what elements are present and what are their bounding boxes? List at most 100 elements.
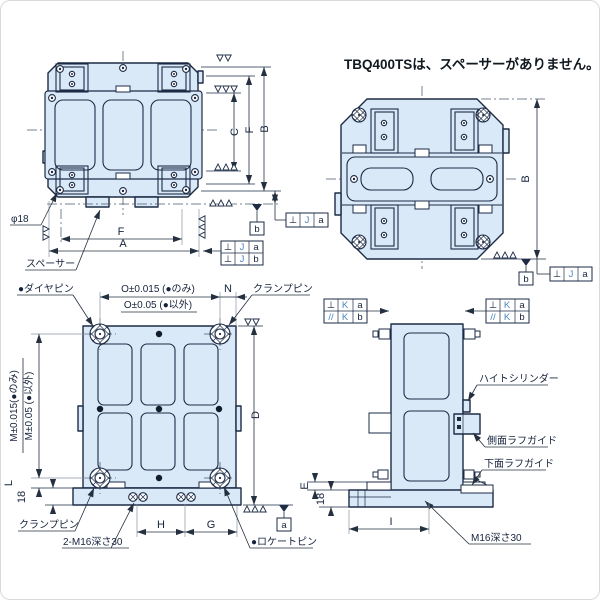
dim-E: E (299, 482, 311, 489)
svg-text:K: K (504, 312, 511, 323)
dia18-label: φ18 (11, 214, 29, 225)
top-view: C F B F A b ⊥ J a ⊥ J b ⊥ J a φ18 (10, 51, 329, 271)
pocket (403, 410, 450, 482)
spacer-tab (85, 196, 110, 208)
svg-text:b: b (519, 312, 524, 323)
feature-control-frame: ⊥ K a // K b (323, 298, 389, 324)
spacer-tab (134, 196, 159, 208)
svg-text:b: b (253, 254, 258, 265)
dim-B: B (259, 125, 271, 132)
svg-text:a: a (357, 300, 363, 311)
m16-label: M16深さ30 (471, 532, 522, 544)
surface-finish-icon (209, 199, 233, 207)
pocket (97, 412, 133, 471)
note-text: TBQ400TSは、スペーサーがありません。 (344, 56, 599, 72)
bottom-face-view: TBQ400TSは、スペーサーがありません。 B b ⊥ J (326, 56, 599, 286)
dim-G: G (207, 519, 216, 531)
svg-text://: // (328, 312, 334, 323)
m16-hole (138, 492, 148, 502)
svg-text:⊥: ⊥ (327, 300, 335, 311)
dim-F-horizontal: F (118, 226, 125, 238)
corner-pin (351, 107, 367, 123)
svg-text:J: J (569, 269, 574, 280)
corner-pin (351, 234, 367, 250)
surface-finish-icon (214, 163, 238, 171)
clamp-pin-label: クランプピン (253, 283, 313, 295)
svg-text:⊥: ⊥ (224, 242, 232, 253)
svg-text:⊥: ⊥ (553, 269, 561, 280)
front-view: O±0.015 (●のみ) O±0.05 (●以外) N M±0.015(●のみ… (3, 282, 317, 549)
m16-hole (128, 492, 138, 502)
dim-18: 18 (315, 493, 327, 505)
height-cylinder (462, 399, 471, 413)
datum-triangle (279, 505, 289, 512)
dim-D: D (250, 411, 262, 419)
surface-finish-icon (214, 85, 238, 93)
clamp-bracket (55, 165, 89, 195)
dim-H: H (157, 519, 165, 531)
dim-I: I (389, 516, 392, 528)
dim-N: N (224, 283, 232, 295)
m16-two-label: 2-M16深さ30 (63, 536, 123, 548)
svg-text:a: a (253, 242, 259, 253)
surface-finish-icon (493, 251, 517, 259)
pocket (140, 343, 176, 406)
pocket (54, 99, 96, 171)
m16-hole (176, 492, 186, 502)
bottom-rough-guide (460, 469, 494, 494)
svg-text:J: J (240, 254, 245, 265)
dim-C: C (229, 128, 241, 136)
surface-finish-icon (42, 225, 50, 241)
slot (360, 167, 414, 191)
feature-control-frame: ⊥ J a ⊥ J b (203, 240, 264, 266)
clamp-bracket (55, 63, 89, 93)
base-plate (72, 487, 242, 506)
svg-text:a: a (318, 215, 324, 226)
surface-finish-icon (244, 318, 260, 326)
datum-triangle (252, 204, 262, 211)
m16-hole (186, 492, 196, 502)
feature-control-frame: ⊥ J a (285, 212, 329, 228)
pocket (140, 412, 176, 471)
tolerance-o-fine: O±0.015 (●のみ) (121, 284, 195, 295)
clamp-bracket (157, 165, 191, 195)
clamp-pin-label: クランプピン (19, 519, 79, 531)
locate-pin-label: ●ロケートピン (251, 536, 317, 548)
dim-F-vertical: F (244, 126, 256, 133)
datum-a-label: a (281, 520, 287, 531)
dim-B: B (520, 175, 532, 182)
datum-b-label: b (254, 224, 259, 235)
bottom-guide-label: 下面ラフガイド (484, 458, 554, 470)
svg-text:a: a (519, 300, 525, 311)
surface-finish-icon (243, 505, 267, 513)
tolerance-m-fine: M±0.015(●のみ) (9, 370, 20, 442)
surface-finish-icon (198, 215, 206, 239)
svg-text:⊥: ⊥ (289, 215, 297, 226)
svg-text:K: K (342, 300, 349, 311)
pallet-underside (340, 98, 504, 260)
surface-finish-icon (216, 54, 232, 62)
slot (430, 167, 484, 191)
svg-text:K: K (504, 300, 511, 311)
height-cylinder-label: ハイトシリンダー (479, 372, 559, 385)
svg-text:⊥: ⊥ (224, 254, 232, 265)
svg-text:⊥: ⊥ (489, 300, 497, 311)
datum-triangle (521, 259, 531, 266)
svg-text:J: J (305, 215, 310, 226)
pocket (183, 412, 219, 471)
svg-text://: // (490, 312, 496, 323)
svg-text:J: J (240, 242, 245, 253)
svg-text:b: b (357, 312, 362, 323)
pocket (403, 332, 450, 400)
dim-A: A (119, 238, 127, 250)
dim-L: L (3, 480, 15, 486)
pocket (97, 343, 133, 406)
side-guide-label: 側面ラフガイド (487, 434, 557, 447)
datum-b-label: b (523, 274, 528, 285)
base-plate (348, 489, 494, 508)
feature-control-frame: ⊥ J a (549, 266, 593, 282)
tolerance-m-coarse: M±0.05 (●以外) (23, 372, 35, 441)
dim-18: 18 (16, 491, 28, 503)
dia-pin-label: ●ダイヤピン (18, 282, 74, 295)
